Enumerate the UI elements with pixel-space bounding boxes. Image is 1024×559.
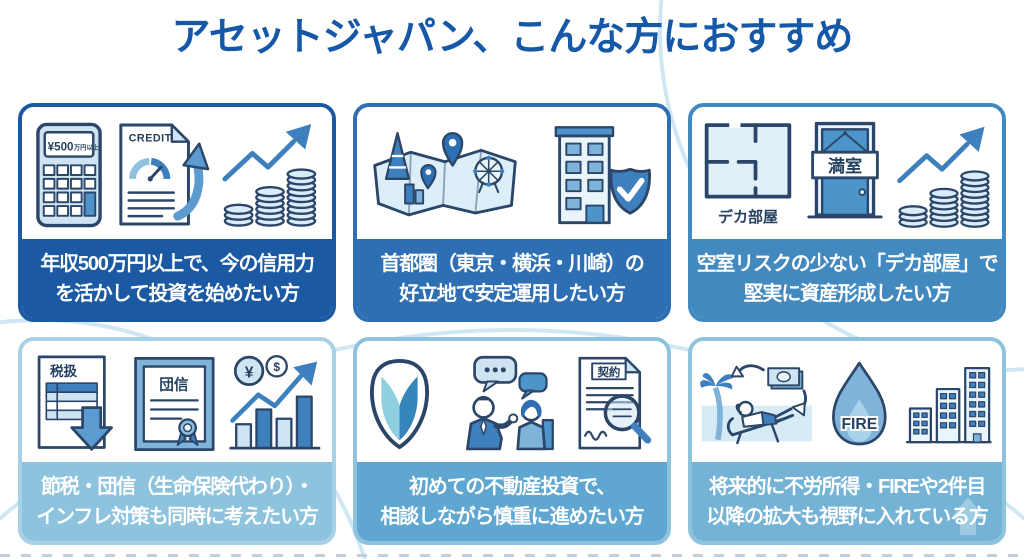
small-buildings-icon [404,183,425,205]
svg-text:万円以上: 万円以上 [73,143,100,152]
tokyo-map-icon [373,132,517,217]
svg-text:¥500: ¥500 [48,141,74,154]
card-metro-location-illustration [357,107,667,239]
card-tax-insurance-inflation-caption: 節税・団信（生命保険代わり）・ インフレ対策も同時に考えたい方 [22,462,332,541]
caption-line: 節税・団信（生命保険代わり）・ [41,475,314,498]
map-pin-icon [420,164,437,190]
map-pin-icon [441,132,464,167]
card-deka-room-illustration: デカ部屋 満室 [692,107,1002,239]
client-person [516,399,554,450]
card-fire-expansion-illustration: FIRE [692,341,1002,462]
card-metro-location-caption: 首都圏（東京・横浜・川崎）の 好立地で安定運用したい方 [357,239,667,318]
consultant-person [466,395,519,450]
card-first-time-consulting: 契約 初めての不動産投資で、 相談しながら慎重に進めたい方 [353,337,671,545]
caption-line: 以降の拡大も視野に入れている方 [706,505,989,528]
svg-text:団信: 団信 [159,375,189,393]
card-income-credit-caption: 年収500万円以上で、今の信用力 を活かして投資を始めたい方 [22,239,332,318]
svg-text:¥: ¥ [245,364,254,381]
card-income-credit-illustration: ¥500 万円以上 CREDIT [22,107,332,239]
svg-text:デカ部屋: デカ部屋 [718,208,778,226]
page-title: アセットジャパン、こんな方におすすめ [171,16,854,59]
tax-document-icon: 税扱 [37,354,113,451]
caption-line: 好立地で安定運用したい方 [399,282,626,305]
growing-buildings-icon [906,366,993,443]
card-income-credit: ¥500 万円以上 CREDIT [18,103,336,322]
svg-text:$: $ [274,359,281,373]
beginner-mark-icon [369,358,430,449]
caption-line: 将来的に不労所得・FIREや2件目 [708,475,986,498]
card-grid: ¥500 万円以上 CREDIT [18,103,1006,545]
svg-text:税扱: 税扱 [50,362,78,378]
card-tax-insurance-inflation: 税扱 団信 [18,337,336,545]
bottom-dotted-divider [0,554,1024,557]
card-metro-location: 首都圏（東京・横浜・川崎）の 好立地で安定運用したい方 [353,103,671,322]
card-deka-room-caption: 空室リスクの少ない「デカ部屋」で 堅実に資産形成したい方 [692,239,1002,318]
full-occupancy-door-icon: 満室 [807,121,883,219]
caption-line: 空室リスクの少ない「デカ部屋」で [696,252,999,275]
caption-line: 年収500万円以上で、今の信用力 [40,252,315,275]
contract-magnifier-icon: 契約 [578,356,652,449]
caption-line: 相談しながら慎重に進めたい方 [380,505,644,528]
relax-passive-income-icon [700,363,813,444]
caption-line: 首都圏（東京・横浜・川崎）の [380,252,644,275]
svg-text:CREDIT: CREDIT [129,133,172,145]
card-tax-insurance-inflation-illustration: 税扱 団信 [22,341,332,462]
coins-growth-icon [897,126,990,228]
caption-line: を活かして投資を始めたい方 [55,282,300,305]
card-fire-expansion: FIRE [688,337,1006,545]
ferris-wheel-icon [473,155,505,194]
floorplan-icon: デカ部屋 [704,122,792,226]
card-deka-room: デカ部屋 満室 空 [688,103,1006,322]
card-fire-expansion-caption: 将来的に不労所得・FIREや2件目 以降の拡大も視野に入れている方 [692,462,1002,541]
consultation-people-icon [466,355,554,450]
svg-text:満室: 満室 [828,156,862,176]
fire-flame-icon: FIRE [831,361,887,445]
caption-line: 初めての不動産投資で、 [409,475,616,498]
card-first-time-consulting-caption: 初めての不動産投資で、 相談しながら慎重に進めたい方 [357,462,667,541]
svg-text:FIRE: FIRE [841,416,877,433]
caption-line: インフレ対策も同時に考えたい方 [36,505,319,528]
building-shield-icon [554,126,651,225]
credit-document-icon: CREDIT [119,123,210,226]
calculator-icon: ¥500 万円以上 [36,122,102,228]
growth-coins-icon [222,124,317,227]
svg-text:契約: 契約 [596,364,620,378]
caption-line: 堅実に資産形成したい方 [743,282,952,305]
card-first-time-consulting-illustration: 契約 [357,341,667,462]
danshin-certificate-icon: 団信 [133,356,215,451]
shield-check-icon [609,167,651,215]
currency-chart-icon: ¥ $ [229,354,321,450]
banknote [767,366,804,390]
